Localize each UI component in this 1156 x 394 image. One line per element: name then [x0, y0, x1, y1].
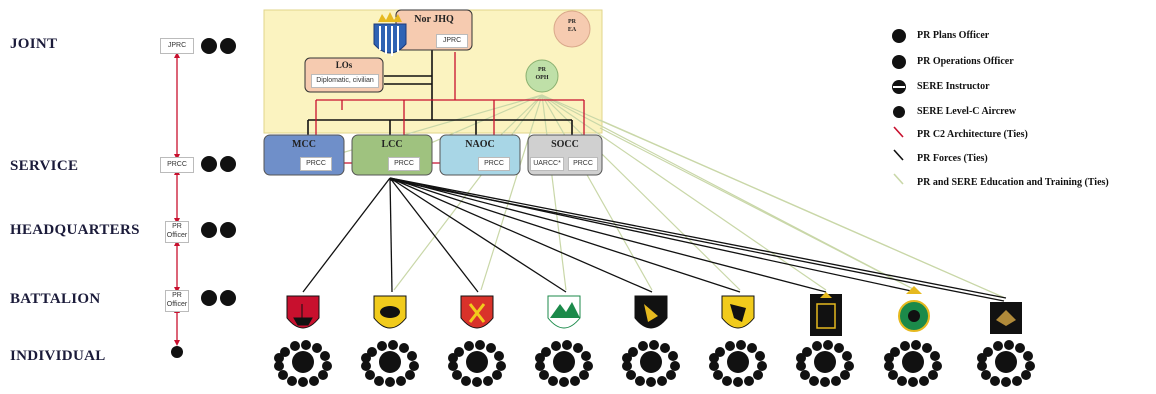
plans-officer-icon — [201, 222, 217, 238]
legend-c2: PR C2 Architecture (Ties) — [917, 129, 1028, 140]
level-individual: INDIVIDUAL — [10, 348, 106, 364]
individual-cluster-7 — [796, 340, 854, 387]
level-battalion: BATTALION — [10, 291, 101, 307]
ops-officer-icon — [220, 156, 236, 172]
sere-instructor-icon — [220, 290, 236, 306]
legend-training: PR and SERE Education and Training (Ties… — [917, 177, 1109, 188]
los-subtitle: Diplomatic, civilian — [311, 74, 379, 88]
socc-label: SOCC — [551, 139, 579, 150]
ops-officer-icon — [201, 290, 217, 306]
individual-cluster-8 — [884, 340, 942, 387]
level-joint: JOINT — [10, 36, 58, 52]
ops-officer-icon — [220, 38, 236, 54]
individual-clusters — [274, 340, 1035, 387]
individual-cluster-6 — [709, 340, 767, 387]
naoc-prcc-box: PRCC — [478, 157, 510, 171]
ops-officer-icon — [220, 222, 236, 238]
training-ties — [299, 94, 1006, 299]
lcc-label: LCC — [381, 139, 403, 150]
individual-cluster-9 — [977, 340, 1035, 387]
pr-ea-label: PR EA — [560, 18, 584, 34]
hq-officer-line2: Officer — [166, 232, 188, 239]
hq-officer-line1: PR — [172, 223, 182, 230]
individual-cluster-2 — [361, 340, 419, 387]
mcc-prcc-box: PRCC — [300, 157, 332, 171]
pr-oph-line1: PR — [538, 67, 546, 73]
pr-ea-line1: PR — [568, 19, 576, 25]
legend-sere-c: SERE Level-C Aircrew — [917, 106, 1017, 117]
individual-cluster-3 — [448, 340, 506, 387]
bn-officer-box: PR Officer — [165, 290, 189, 312]
norway-crest-icon — [373, 12, 407, 56]
legend-icons — [892, 29, 906, 185]
pr-oph-circle — [525, 59, 559, 93]
legend-ops: PR Operations Officer — [917, 56, 1014, 67]
legend-plans: PR Plans Officer — [917, 30, 990, 41]
hq-structure-lines — [307, 49, 573, 135]
level-headquarters: HEADQUARTERS — [10, 222, 140, 238]
nor-jhq-label: Nor JHQ — [414, 14, 454, 25]
individual-cluster-4 — [535, 340, 593, 387]
pr-oph-line2: OPH — [535, 75, 549, 81]
level-service: SERVICE — [10, 158, 79, 174]
legend-forces: PR Forces (Ties) — [917, 153, 988, 164]
pr-oph-label: PR OPH — [530, 66, 554, 82]
bn-officer-line1: PR — [172, 292, 182, 299]
plans-officer-icon — [201, 38, 217, 54]
uarcc-box: UARCC* — [530, 157, 564, 171]
socc-prcc-box: PRCC — [568, 157, 598, 171]
individual-cluster-5 — [622, 340, 680, 387]
plans-officer-icon — [201, 156, 217, 172]
crown-shield-icon — [898, 286, 930, 332]
hq-officer-box: PR Officer — [165, 221, 189, 243]
lcc-prcc-box: PRCC — [388, 157, 420, 171]
hq-jprc-box: JPRC — [436, 34, 468, 48]
service-prcc-box: PRCC — [160, 157, 194, 173]
bn-officer-line2: Officer — [166, 301, 188, 308]
legend-sere: SERE Instructor — [917, 81, 990, 92]
royal-guard-icon — [810, 294, 842, 336]
joint-jprc-box: JPRC — [160, 38, 194, 54]
mcc-label: MCC — [292, 139, 316, 150]
naoc-label: NAOC — [465, 139, 495, 150]
pr-ea-circle — [553, 10, 591, 48]
forces-ties — [302, 177, 1007, 302]
unit-shields — [286, 286, 1022, 336]
pr-ea-line2: EA — [567, 27, 577, 33]
los-title: LOs — [335, 60, 353, 70]
individual-cluster-1 — [274, 340, 332, 387]
sere-c-aircrew-icon — [171, 346, 183, 358]
